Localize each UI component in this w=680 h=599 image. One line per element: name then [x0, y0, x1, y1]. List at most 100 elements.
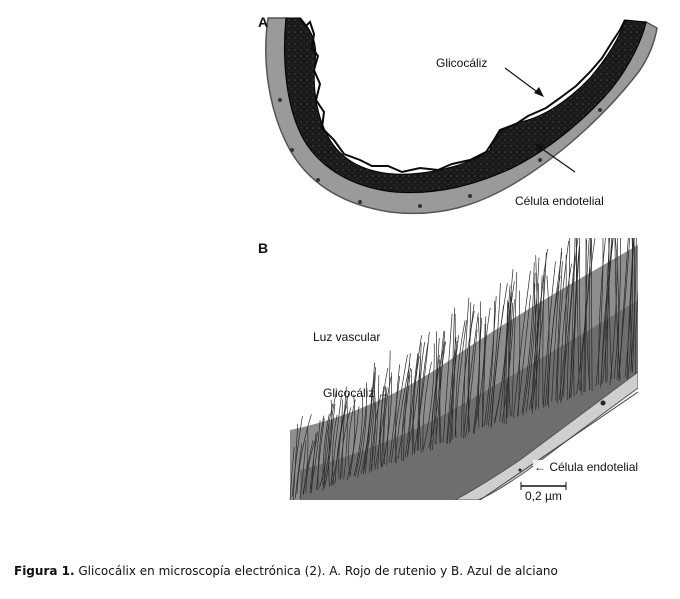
fibril — [503, 281, 515, 424]
label-glycocalyx-a: Glicocáliz — [436, 56, 488, 70]
fibril — [511, 272, 518, 416]
arrow-endothelial-a — [537, 145, 576, 173]
fibril — [630, 238, 635, 372]
fibril — [566, 238, 579, 401]
fibril — [423, 343, 435, 450]
glycocalyx-layer-a — [284, 17, 647, 193]
fibril — [591, 238, 593, 392]
fibril — [418, 342, 425, 453]
figure-caption: Figura 1. Glicocálix en microscopía elec… — [14, 564, 558, 578]
fibril — [374, 387, 388, 470]
arrowhead-endothelial-a — [534, 143, 544, 152]
fibril — [463, 297, 470, 439]
fibril — [322, 413, 330, 486]
fibril — [439, 341, 446, 444]
fibril — [579, 238, 583, 396]
fibril — [390, 354, 408, 464]
fibril — [404, 368, 412, 459]
fibril — [435, 338, 440, 444]
fibril — [386, 350, 391, 466]
fibril — [389, 376, 401, 463]
fibril — [328, 390, 337, 487]
fibril — [422, 361, 432, 451]
fibril — [542, 269, 545, 405]
fibril — [630, 238, 637, 373]
fibril — [548, 275, 561, 408]
fibril — [615, 238, 620, 380]
arrow-glycocalyx-a — [504, 67, 541, 95]
fibril — [463, 312, 479, 439]
fibril — [403, 353, 411, 462]
fibril — [608, 238, 613, 380]
fibril — [482, 307, 491, 427]
label-lumen-b: Luz vascular — [313, 330, 381, 344]
fibril — [560, 263, 572, 404]
fibril — [487, 283, 501, 427]
caption-text: Glicocálix en microscopía electrónica (2… — [74, 564, 558, 578]
fibril — [606, 238, 613, 382]
fibril — [544, 275, 550, 407]
fibril — [381, 386, 386, 468]
fibril — [543, 261, 556, 408]
fibril — [555, 261, 563, 401]
fibril — [473, 316, 480, 434]
fibril — [551, 247, 562, 402]
fibril — [484, 295, 497, 426]
fibril — [494, 300, 508, 423]
fibril — [353, 394, 363, 477]
fibril — [302, 428, 309, 496]
fibril — [299, 440, 307, 500]
fibril — [508, 269, 514, 417]
fibril — [614, 238, 621, 380]
fibril — [598, 238, 606, 385]
fibril — [450, 313, 456, 443]
fibril — [521, 262, 535, 414]
fibril — [583, 238, 590, 393]
fibril — [517, 290, 521, 416]
fibril — [561, 255, 576, 401]
fibril — [296, 414, 312, 495]
fibril — [634, 289, 638, 374]
arrowhead-glycocalyx-a — [534, 87, 544, 97]
fibril — [573, 246, 580, 397]
fibril — [430, 354, 440, 449]
panel-letter-a: A — [258, 14, 269, 30]
fibril — [305, 440, 316, 494]
caption-prefix: Figura 1. — [14, 564, 75, 578]
fibril — [531, 252, 547, 409]
label-endothelial-a: Célula endotelial — [515, 194, 604, 208]
panel-letter-b: B — [258, 240, 269, 256]
fibril — [310, 420, 321, 490]
fibril — [291, 416, 303, 497]
fibril — [311, 432, 317, 494]
fibril — [585, 239, 591, 391]
fibril — [343, 395, 348, 480]
fibril — [575, 238, 580, 391]
fibril — [394, 363, 411, 463]
fibril — [368, 397, 376, 473]
fibril — [467, 304, 475, 432]
fibril — [341, 386, 347, 478]
fibril — [319, 422, 330, 488]
fibril — [294, 443, 303, 499]
cell-nuclei-a — [278, 98, 602, 208]
fibril — [584, 238, 587, 393]
fibril — [580, 238, 596, 392]
fibril — [346, 406, 360, 481]
fibril — [478, 317, 483, 428]
fibril — [505, 285, 511, 419]
fibril — [413, 331, 430, 454]
fibril — [330, 393, 343, 486]
fibril — [355, 406, 367, 476]
fibril — [334, 392, 350, 483]
fibril — [613, 238, 622, 379]
fibril — [474, 323, 486, 430]
fibril — [332, 414, 338, 486]
fibril — [595, 238, 604, 387]
glycocalyx-fibrils-b — [289, 238, 638, 500]
fibril — [338, 405, 347, 480]
glycocalyx-edge-a — [299, 17, 626, 174]
fibril — [416, 342, 422, 451]
fibril — [535, 248, 548, 407]
